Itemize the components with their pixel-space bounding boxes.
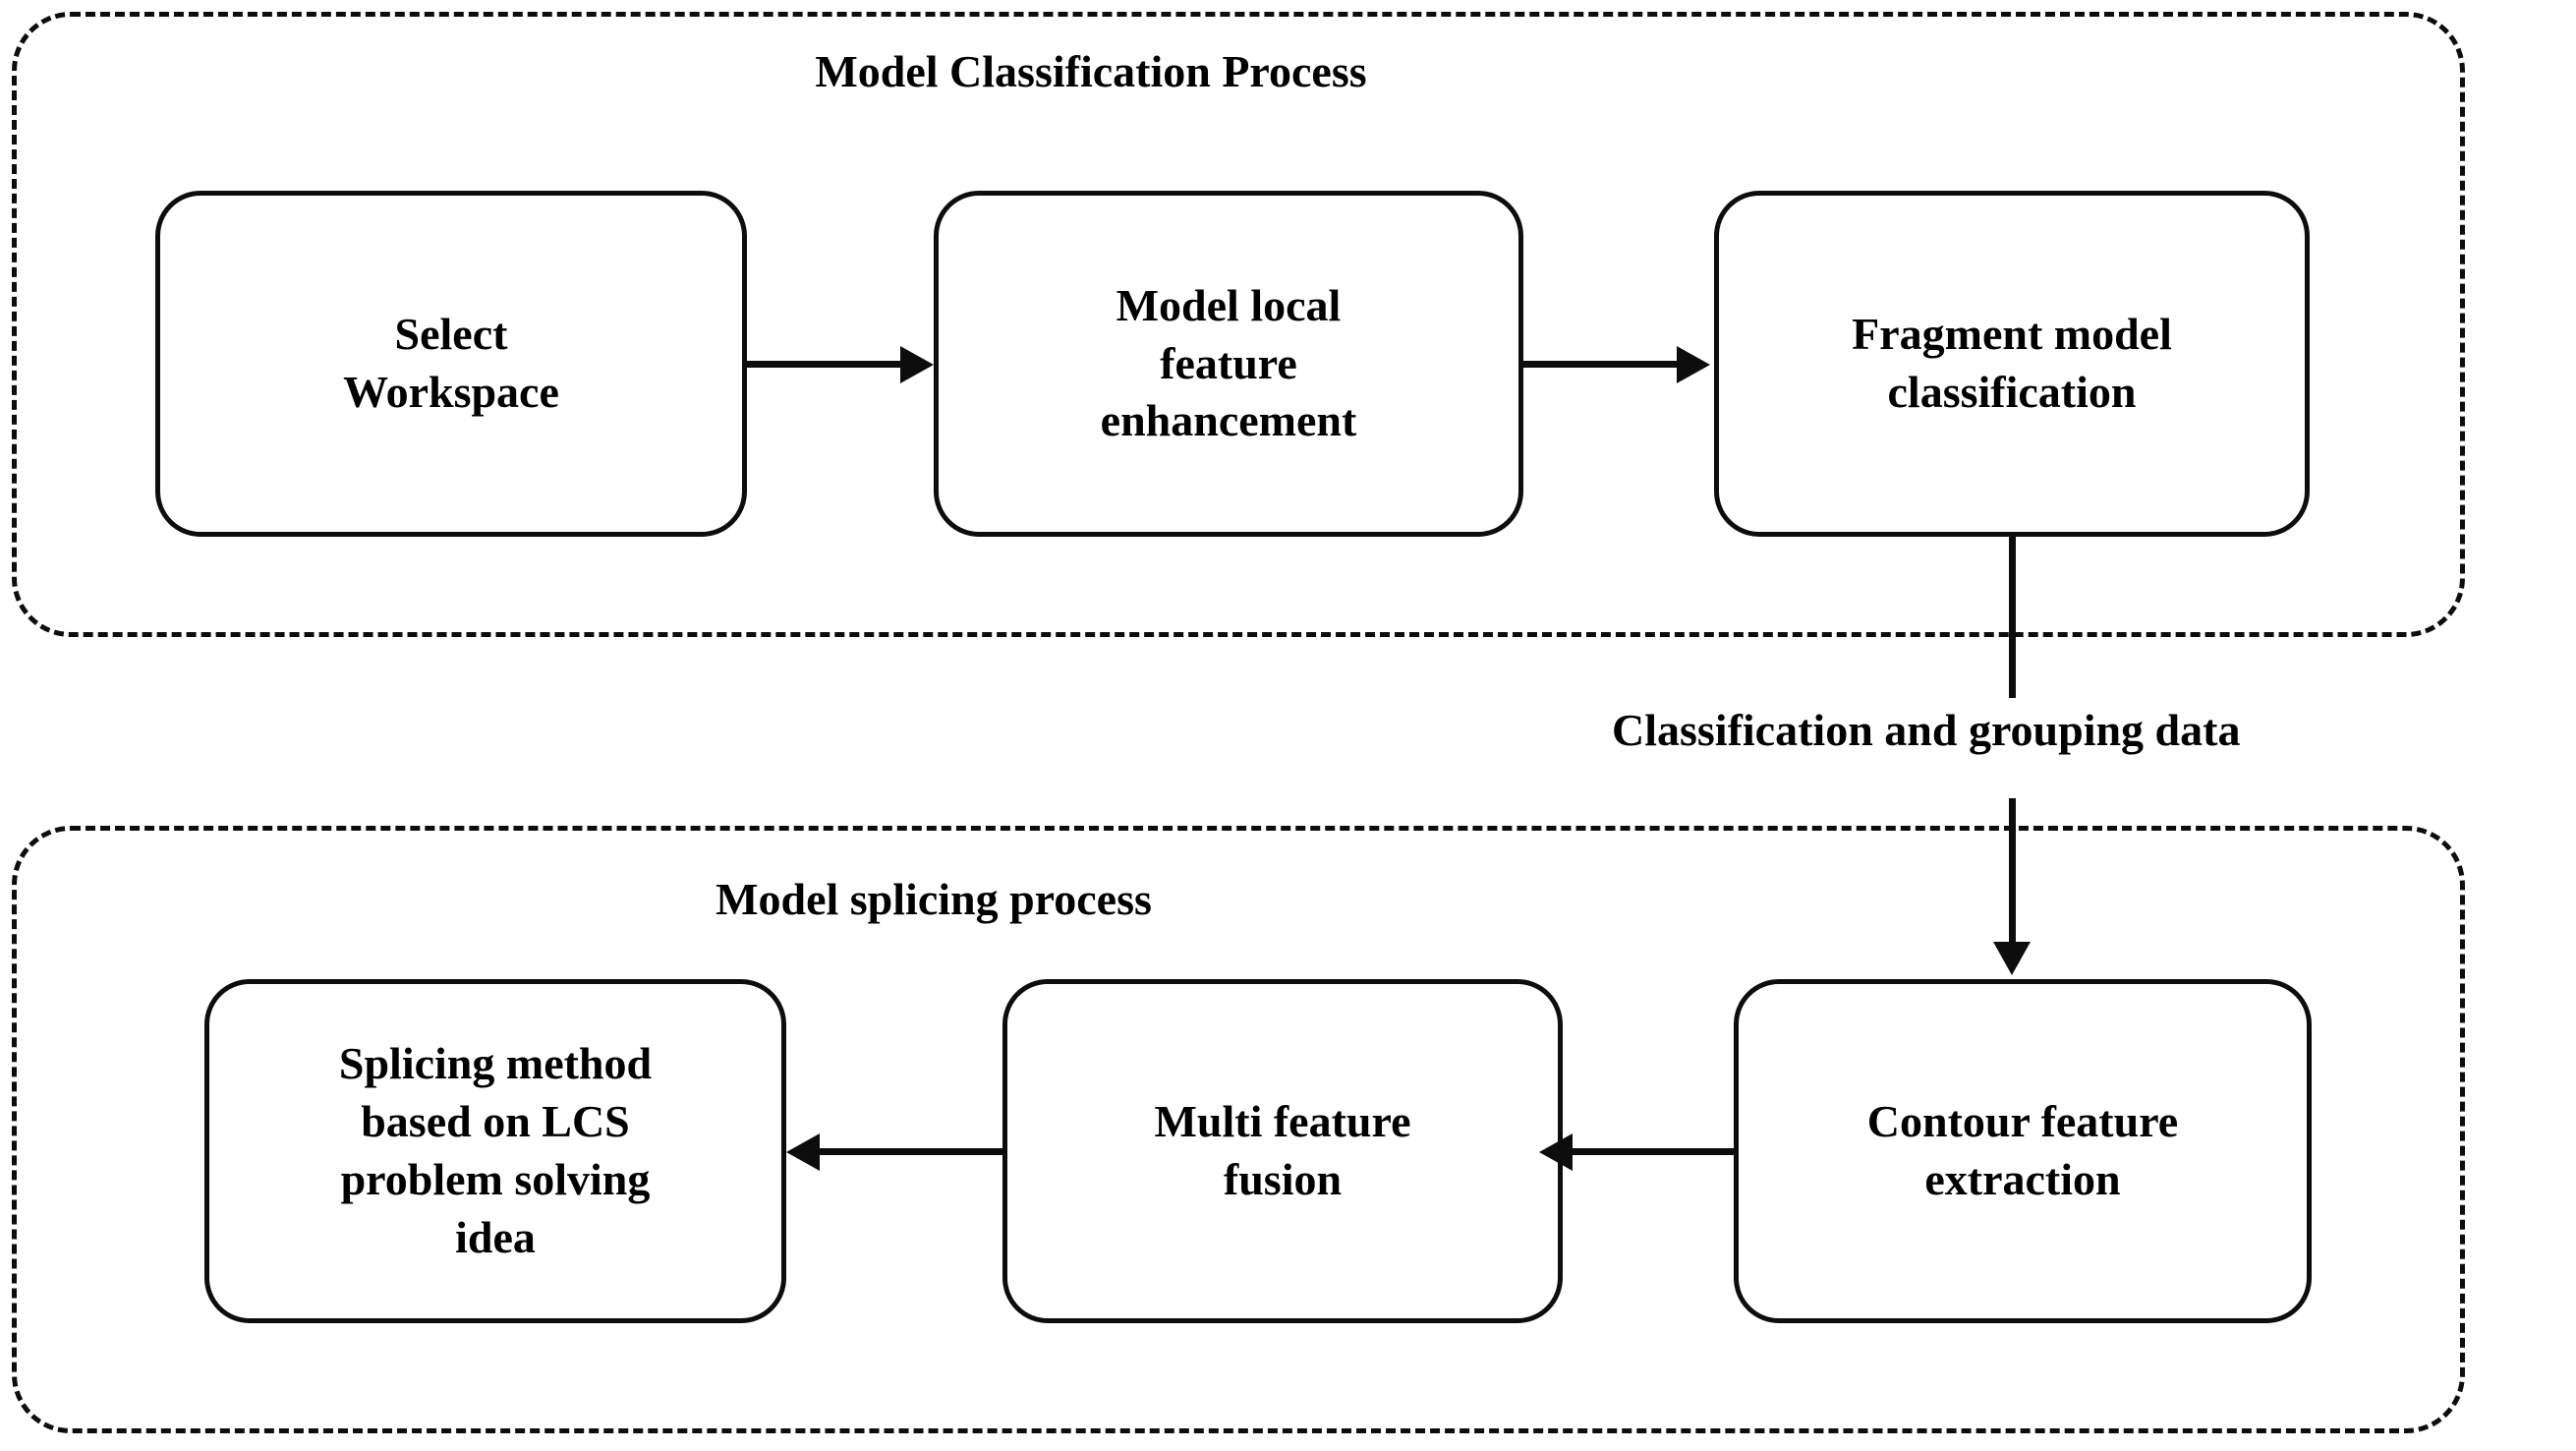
arrow-multi-to-lcs-shaft — [820, 1148, 1004, 1155]
arrow-fragment-to-contour-shaft-lower — [2009, 798, 2016, 946]
arrow-local-to-fragment-head-icon — [1677, 346, 1710, 383]
group-title-model-classification-process: Model Classification Process — [815, 46, 1367, 96]
arrow-contour-to-multi-shaft — [1573, 1148, 1736, 1155]
arrow-contour-to-multi-head-icon — [1539, 1133, 1573, 1171]
arrow-select-to-local-shaft — [747, 361, 904, 368]
arrow-fragment-to-contour-shaft-upper — [2009, 537, 2016, 698]
group-model-classification-process — [12, 12, 2465, 637]
arrow-select-to-local-head-icon — [900, 346, 934, 383]
edge-label-classification-and-grouping-data: Classification and grouping data — [1612, 705, 2241, 755]
arrow-multi-to-lcs-head-icon — [786, 1133, 820, 1171]
group-title-model-splicing-process: Model splicing process — [716, 874, 1152, 924]
group-model-splicing-process — [12, 826, 2465, 1433]
arrow-fragment-to-contour-head-icon — [1993, 942, 2031, 975]
arrow-local-to-fragment-shaft — [1523, 361, 1681, 368]
